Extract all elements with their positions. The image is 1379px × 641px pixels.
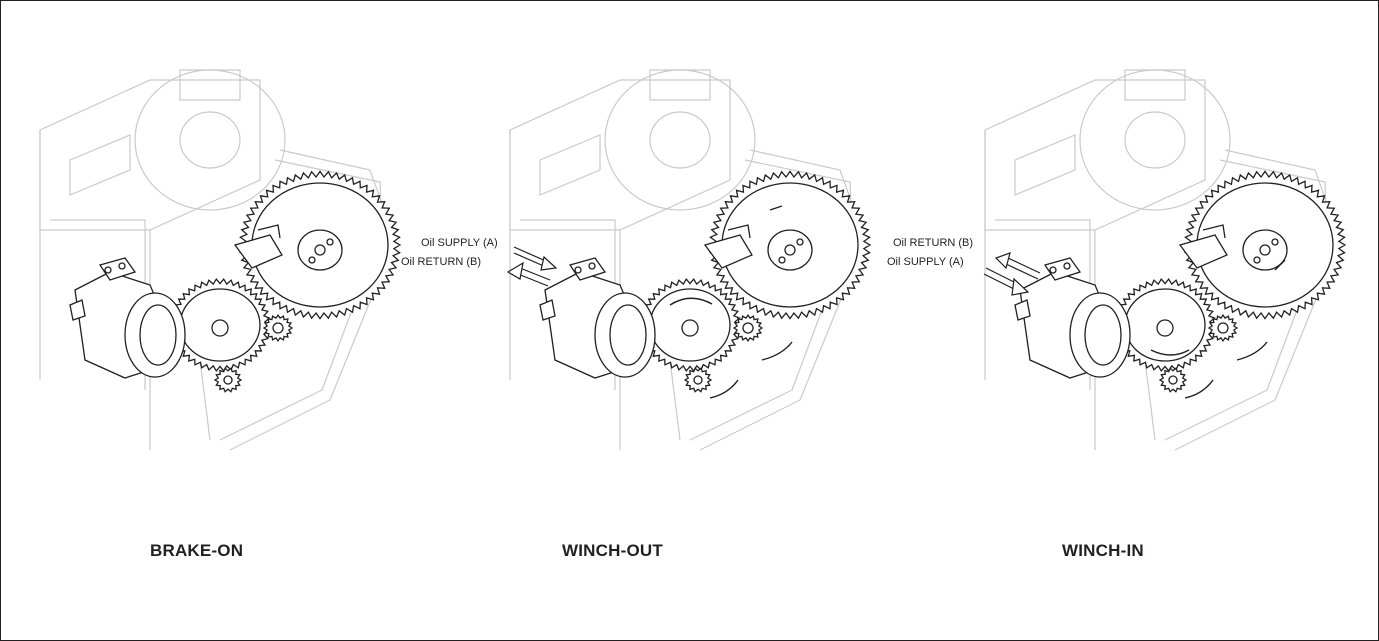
rotation-arrow xyxy=(669,297,713,306)
drum-flange xyxy=(1079,69,1231,211)
valve-block xyxy=(98,257,137,281)
intermediate-gear-shaft xyxy=(1156,319,1174,337)
brake-housing xyxy=(1069,292,1131,378)
valve-port xyxy=(1063,262,1071,270)
bull-gear-bolt xyxy=(796,238,804,246)
intermediate-gear-shaft xyxy=(681,319,699,337)
brake-housing-face xyxy=(609,304,647,366)
bull-gear-bolt xyxy=(326,238,334,246)
pinion-shaft xyxy=(693,375,703,385)
pinion-gear xyxy=(213,367,243,393)
brake-housing xyxy=(594,292,656,378)
caption-brake-on: BRAKE-ON xyxy=(150,541,244,560)
pinion-gear xyxy=(732,313,764,343)
caption-winch-out: WINCH-OUT xyxy=(562,541,663,560)
valve-port xyxy=(588,262,596,270)
frame-housing xyxy=(1014,134,1076,196)
intermediate-gear-shaft xyxy=(211,319,229,337)
valve-port xyxy=(104,266,112,274)
pinion-gear xyxy=(683,367,713,393)
pinion-gear xyxy=(1158,367,1188,393)
frame-housing xyxy=(539,134,601,196)
valve-block xyxy=(568,257,607,281)
frame-housing xyxy=(39,79,261,231)
bull-gear-bolt xyxy=(778,256,786,264)
rotation-arrow xyxy=(761,341,793,361)
winch-illustration-brake-on xyxy=(30,60,430,460)
brake-housing-face xyxy=(139,304,177,366)
callout-oil-supply: Oil SUPPLY (A) xyxy=(421,237,498,249)
drum-hub xyxy=(649,111,711,169)
frame-housing xyxy=(1124,69,1186,101)
drum-hub xyxy=(1124,111,1186,169)
motor-end-cap xyxy=(69,299,86,321)
pinion-gear xyxy=(262,313,294,343)
frame-housing xyxy=(649,69,711,101)
brake-housing-face xyxy=(1084,304,1122,366)
caption-winch-in: WINCH-IN xyxy=(1062,541,1144,560)
winch-illustration-winch-in xyxy=(975,60,1375,460)
drum-flange xyxy=(604,69,756,211)
valve-block xyxy=(1043,257,1082,281)
winch-drawing xyxy=(39,69,402,451)
winch-drawing xyxy=(509,69,872,451)
motor-end-cap xyxy=(539,299,556,321)
winch-assembly xyxy=(509,69,872,451)
winch-illustration-winch-out xyxy=(500,60,900,460)
drum-flange xyxy=(134,69,286,211)
pinion-shaft xyxy=(272,322,284,334)
bull-gear-bolt xyxy=(1259,244,1271,256)
bull-gear-hub xyxy=(767,229,813,271)
bull-gear-bolt xyxy=(314,244,326,256)
brake-bracket xyxy=(1178,234,1228,269)
winch-drawing xyxy=(984,69,1347,451)
brake-housing xyxy=(124,292,186,378)
pinion-gear xyxy=(1207,313,1239,343)
bull-gear-bolt xyxy=(1253,256,1261,264)
winch-assembly xyxy=(39,69,402,451)
rotation-arrow xyxy=(1274,259,1286,271)
brake-bracket xyxy=(727,224,751,239)
motor-end-cap xyxy=(1014,299,1031,321)
rotation-arrow xyxy=(769,205,783,211)
bull-gear-bolt xyxy=(784,244,796,256)
frame-housing xyxy=(69,134,131,196)
frame-housing xyxy=(509,79,731,231)
rotation-arrow xyxy=(1184,379,1214,399)
callout-oil-return: Oil RETURN (B) xyxy=(893,237,974,249)
pinion-shaft xyxy=(1168,375,1178,385)
valve-port xyxy=(118,262,126,270)
valve-port xyxy=(574,266,582,274)
frame-housing xyxy=(179,69,241,101)
callout-oil-supply: Oil SUPPLY (A) xyxy=(887,256,964,268)
drum-hub xyxy=(179,111,241,169)
valve-port xyxy=(1049,266,1057,274)
brake-bracket xyxy=(257,224,281,239)
bull-gear-bolt xyxy=(1271,238,1279,246)
pinion-shaft xyxy=(223,375,233,385)
pinion-shaft xyxy=(1217,322,1229,334)
brake-bracket xyxy=(233,234,283,269)
brake-bracket xyxy=(703,234,753,269)
frame-housing xyxy=(984,79,1206,231)
pinion-shaft xyxy=(742,322,754,334)
rotation-arrow xyxy=(709,379,739,399)
callout-oil-return: Oil RETURN (B) xyxy=(401,256,482,268)
rotation-arrow xyxy=(1236,341,1268,361)
brake-bracket xyxy=(1202,224,1226,239)
bull-gear-bolt xyxy=(308,256,316,264)
winch-assembly xyxy=(984,69,1347,451)
rotation-arrow xyxy=(1150,349,1190,356)
bull-gear-hub xyxy=(297,229,343,271)
